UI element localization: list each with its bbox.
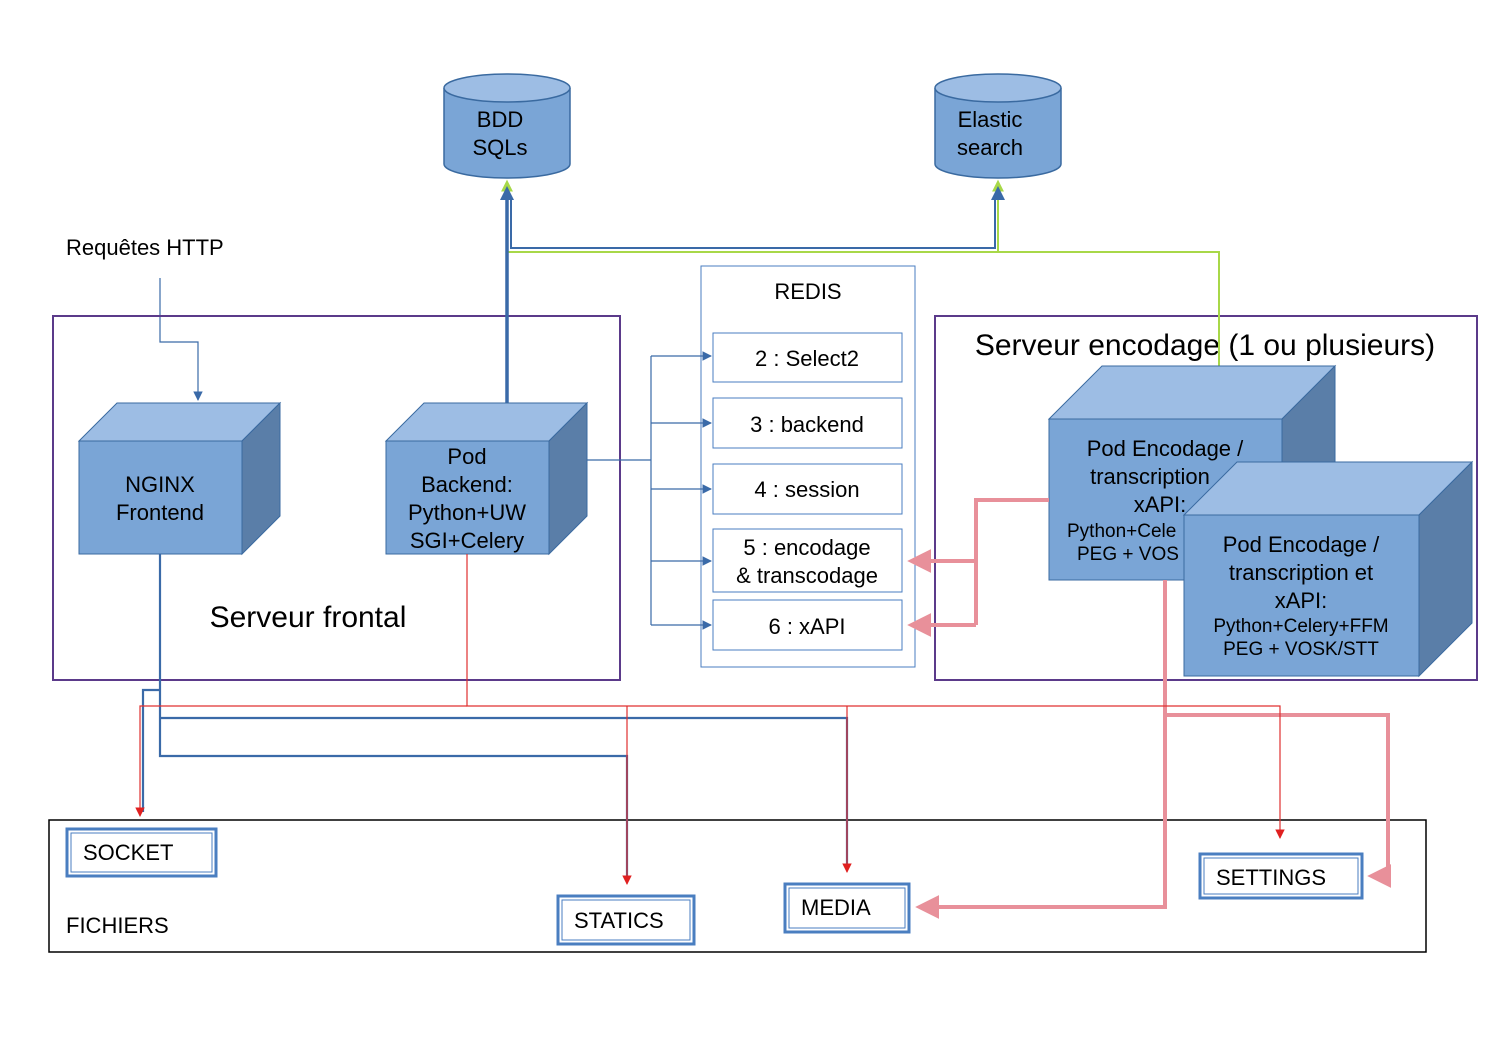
red-socket-link — [135, 705, 467, 817]
frontal-server-title: Serveur frontal — [210, 601, 407, 634]
frontal-server-frame — [52, 315, 621, 681]
redis-item-encodage: 5 : encodage & transcodage — [712, 528, 903, 593]
nginx-label-line2: Frontend — [116, 500, 204, 525]
pod-encodage-back-line1: Pod Encodage / — [1087, 436, 1244, 461]
svg-text:SETTINGS: SETTINGS — [1216, 865, 1326, 890]
pod-encodage-back-line3: xAPI: — [1134, 492, 1187, 517]
redis-item-xapi: 6 : xAPI — [712, 599, 903, 651]
pink-settings-link — [1165, 713, 1392, 888]
redis-frame — [700, 265, 916, 668]
redis-item-select2: 2 : Select2 — [712, 332, 903, 383]
pod-encodage-front-line3: xAPI: — [1275, 588, 1328, 613]
redis-title: REDIS — [774, 279, 841, 304]
backend-redis-trunk — [587, 356, 652, 625]
pod-encodage-front-line1: Pod Encodage / — [1223, 532, 1380, 557]
pod-encodage-front-line4: Python+Celery+FFM — [1213, 616, 1388, 637]
svg-text:3 : backend: 3 : backend — [750, 412, 864, 437]
svg-text:MEDIA: MEDIA — [801, 895, 871, 920]
bdd-label-line1: BDD — [477, 107, 523, 132]
pod-encodage-front-cube: Pod Encodage / transcription et xAPI: Py… — [1182, 460, 1474, 678]
pink-media-link — [915, 580, 1167, 919]
pink-encodage-redis-trunk — [974, 498, 1049, 625]
nginx-label-line1: NGINX — [125, 472, 195, 497]
bdd-label-line2: SQLs — [472, 135, 527, 160]
statics-file-box: STATICS — [556, 894, 696, 946]
bdd-sqls-database-icon: BDD SQLs — [443, 73, 571, 179]
encodage-server-title: Serveur encodage (1 ou plusieurs) — [975, 329, 1435, 362]
pod-encodage-back-line4: Python+Cele — [1067, 521, 1176, 542]
nginx-cube: NGINX Frontend — [77, 401, 282, 556]
socket-file-box: SOCKET — [65, 827, 218, 878]
pod-backend-cube: Pod Backend: Python+UW SGI+Celery — [384, 401, 589, 556]
pod-encodage-back-line5: PEG + VOS — [1077, 544, 1179, 565]
svg-text:6 : xAPI: 6 : xAPI — [768, 614, 845, 639]
svg-text:SOCKET: SOCKET — [83, 840, 173, 865]
pod-backend-label-line3: Python+UW — [408, 500, 526, 525]
bdd-arrow-head — [500, 186, 514, 200]
elastic-arrow-head — [991, 186, 1005, 200]
pod-backend-label-line1: Pod — [447, 444, 486, 469]
blue-nginx-media-link — [160, 716, 849, 868]
svg-text:& transcodage: & transcodage — [736, 563, 878, 588]
fichiers-frame — [48, 819, 1427, 953]
http-arrow — [159, 278, 203, 401]
pod-encodage-back-line2: transcription — [1090, 464, 1210, 489]
elastic-label-line1: Elastic — [958, 107, 1023, 132]
pod-backend-label-line4: SGI+Celery — [410, 528, 524, 553]
elastic-search-database-icon: Elastic search — [934, 73, 1062, 179]
svg-text:5 : encodage: 5 : encodage — [743, 535, 870, 560]
encodage-server-frame — [934, 315, 1478, 681]
red-backend-files-bus — [466, 554, 1285, 839]
pod-encodage-front-line5: PEG + VOSK/STT — [1223, 639, 1379, 660]
redis-item-session: 4 : session — [712, 463, 903, 515]
http-requests-label: Requêtes HTTP — [66, 235, 224, 260]
pod-encodage-front-line2: transcription et — [1229, 560, 1373, 585]
svg-text:2 : Select2: 2 : Select2 — [755, 346, 859, 371]
fichiers-title: FICHIERS — [66, 913, 169, 938]
media-file-box: MEDIA — [783, 882, 911, 934]
svg-text:STATICS: STATICS — [574, 908, 664, 933]
elastic-label-line2: search — [957, 135, 1023, 160]
redis-item-backend: 3 : backend — [712, 397, 903, 449]
svg-text:4 : session: 4 : session — [754, 477, 859, 502]
blue-bdd-elastic-link — [510, 200, 996, 249]
green-bdd-link — [501, 179, 998, 253]
settings-file-box: SETTINGS — [1198, 852, 1364, 900]
green-elastic-link — [992, 179, 1220, 366]
blue-nginx-socket-link — [141, 688, 160, 812]
pod-backend-label-line2: Backend: — [421, 472, 513, 497]
